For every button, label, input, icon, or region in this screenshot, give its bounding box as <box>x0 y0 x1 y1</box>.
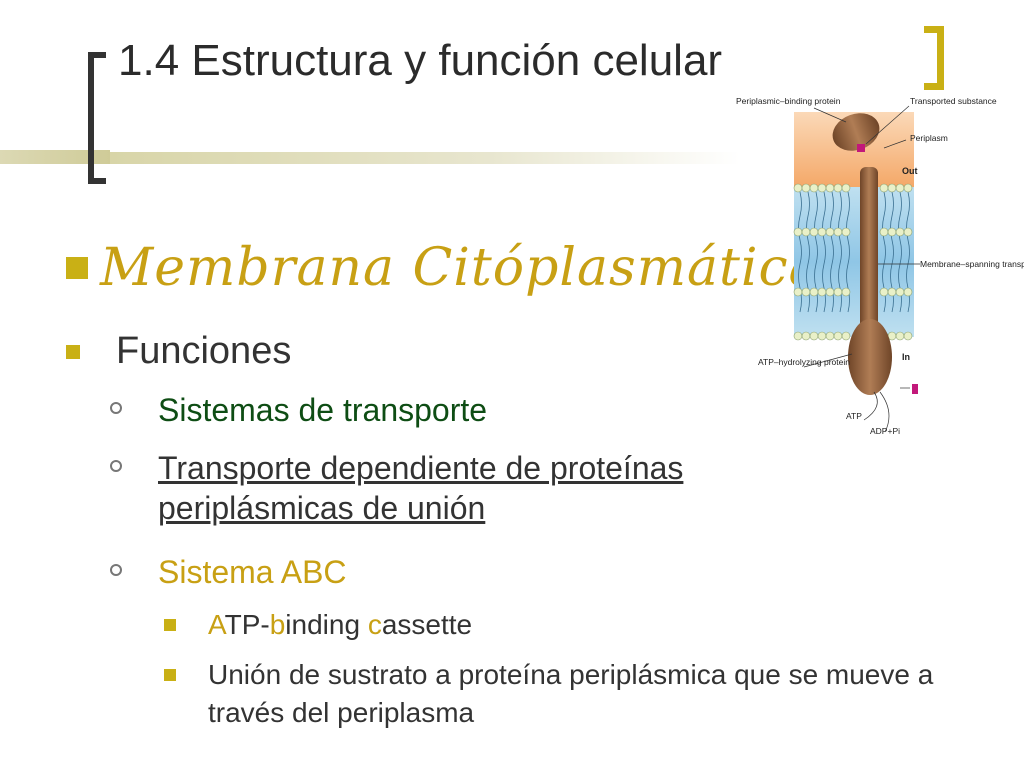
membrane-spanning-transporter <box>860 167 878 337</box>
label-periplasm: Periplasm <box>910 133 948 143</box>
label-atp: ATP <box>846 411 862 421</box>
square-bullet-icon <box>164 669 176 681</box>
heading-bullet-row: Membrana Citóplasmática <box>66 238 821 298</box>
periplasmic-transport-link[interactable]: Transporte dependiente de proteínas peri… <box>158 450 684 526</box>
label-adp-pi: ADP+Pi <box>870 426 900 436</box>
square-bullet-icon <box>164 619 176 631</box>
label-membrane-spanning-transporter: Membrane–spanning transporter <box>920 259 1024 269</box>
label-atp-hydrolyzing-protein: ATP–hydrolyzing protein <box>758 357 850 367</box>
atp-binding-cassette-label: ATP-binding cassette <box>208 609 473 640</box>
sub-sub-bullet-substrate-binding: Unión de sustrato a proteína periplásmic… <box>164 656 964 732</box>
sub-sub-bullet-atp-binding-cassette: ATP-binding cassette <box>164 606 964 644</box>
ring-bullet-icon <box>110 402 122 414</box>
slide-title: 1.4 Estructura y función celular <box>118 36 723 85</box>
abc-transporter-diagram: Periplasmic–binding protein Transported … <box>734 92 1024 442</box>
leader-lines <box>803 105 920 433</box>
title-accent-bar-left <box>0 150 110 164</box>
atp-hydrolyzing-protein <box>848 319 892 395</box>
bullet-funciones-label: Funciones <box>116 330 292 372</box>
label-transported-substance: Transported substance <box>910 96 997 106</box>
sub-bullet-transport-systems-label: Sistemas de transporte <box>158 392 488 428</box>
label-in: In <box>902 352 910 362</box>
ring-bullet-icon <box>110 460 122 472</box>
square-bullet-icon <box>66 257 88 279</box>
bullet-funciones: Funciones <box>66 330 291 373</box>
sub-bullet-abc-system-label: Sistema ABC <box>158 554 347 590</box>
sub-bullet-transport-systems: Sistemas de transporte <box>110 390 770 430</box>
released-substance <box>912 384 918 394</box>
section-heading: Membrana Citóplasmática <box>100 238 821 298</box>
title-left-bracket <box>88 52 106 184</box>
membrane-bilayer <box>794 187 914 337</box>
sub-bullet-abc-system: Sistema ABC <box>110 552 770 592</box>
square-bullet-icon <box>66 344 80 359</box>
ring-bullet-icon <box>110 564 122 576</box>
substrate-binding-label: Unión de sustrato a proteína periplásmic… <box>208 659 934 728</box>
title-accent-bar-right <box>110 152 740 164</box>
transported-substance <box>857 144 865 152</box>
abc-transporter-figure: Periplasmic–binding protein Transported … <box>736 96 1024 436</box>
periplasmic-binding-protein <box>832 113 880 151</box>
label-out: Out <box>902 166 918 176</box>
sub-bullet-periplasmic-transport: Transporte dependiente de proteínas peri… <box>110 448 830 528</box>
label-periplasmic-binding-protein: Periplasmic–binding protein <box>736 96 841 106</box>
title-right-bracket <box>924 26 944 90</box>
